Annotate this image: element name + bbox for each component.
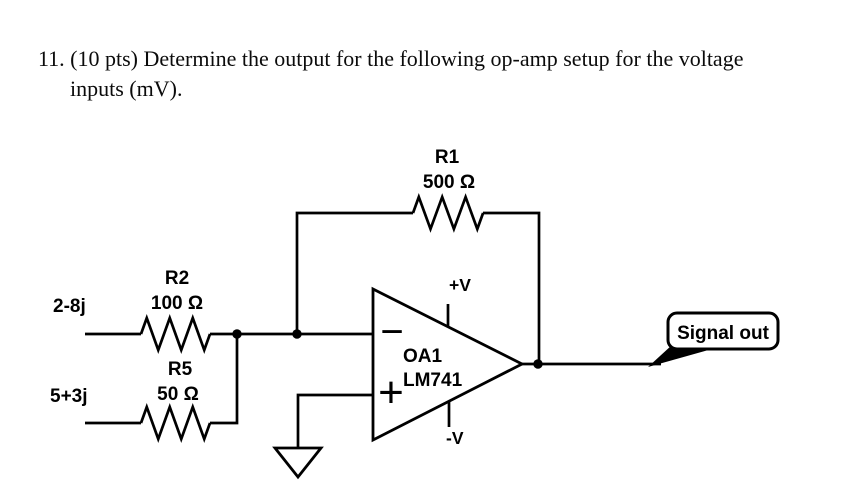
junction-dot-output bbox=[533, 359, 543, 369]
input2-signal-label: 5+3j bbox=[50, 386, 88, 407]
input2-wire-to-node bbox=[210, 334, 239, 425]
resistor-r2-label: R2 bbox=[165, 268, 189, 289]
signal-out-callout-box bbox=[666, 311, 780, 351]
opamp-part-number-label: LM741 bbox=[403, 370, 463, 391]
opamp-designator-label: OA1 bbox=[403, 346, 443, 367]
signal-out-label: Signal out bbox=[677, 323, 770, 344]
resistor-r1-value: 500 Ω bbox=[423, 172, 475, 193]
input1-signal-label: 2-8j bbox=[53, 296, 86, 317]
feedback-wire-right bbox=[483, 211, 541, 364]
resistor-r5-symbol bbox=[139, 403, 212, 443]
resistor-r2-symbol bbox=[139, 314, 212, 354]
resistor-r2-value: 100 Ω bbox=[151, 293, 203, 314]
resistor-r1-label: R1 bbox=[435, 147, 460, 168]
ground-symbol bbox=[272, 446, 324, 480]
noninverting-input-sign: + bbox=[378, 368, 404, 417]
negative-supply-label: -V bbox=[446, 428, 464, 448]
inverting-input-sign: − bbox=[380, 310, 403, 354]
resistor-r1-symbol bbox=[411, 193, 485, 233]
resistor-r5-value: 50 Ω bbox=[157, 384, 199, 405]
resistor-r5-label: R5 bbox=[168, 359, 193, 380]
positive-supply-label: +V bbox=[449, 275, 471, 295]
junction-dot-feedback bbox=[292, 329, 302, 339]
question-line-1: 11. (10 pts) Determine the output for th… bbox=[38, 46, 744, 71]
junction-dot-inputs bbox=[232, 329, 242, 339]
noninverting-input-wire bbox=[296, 393, 373, 448]
feedback-wire-left bbox=[295, 211, 413, 334]
question-line-2: inputs (mV). bbox=[70, 76, 183, 101]
